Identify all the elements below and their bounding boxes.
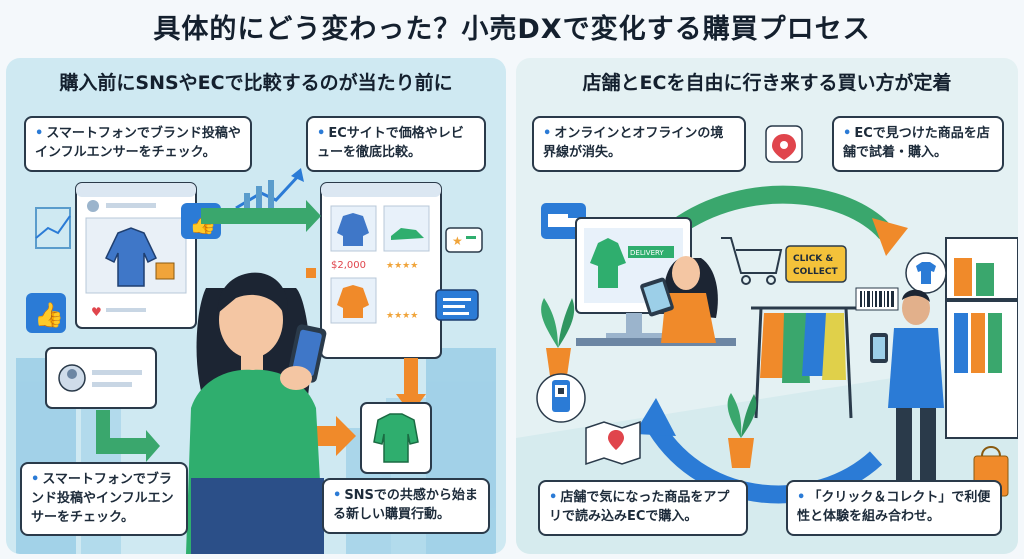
right-callout-3: •店舗で気になった商品をアプリで読み込みECで購入。 (538, 480, 748, 536)
trend-chart-icon (35, 168, 304, 249)
shopping-cart-icon (721, 237, 783, 285)
cycle-arrow (634, 185, 908, 504)
ec-site-window: $2,000 ★★★★ ★★★★ (320, 182, 442, 359)
svg-text:★★★★: ★★★★ (386, 261, 418, 271)
left-callout-4: •SNSでの共感から始まる新しい購買行動。 (322, 478, 490, 534)
map-pin-icon (765, 125, 803, 163)
man-with-smartphone (870, 289, 944, 498)
click-and-collect-sign: CLICK & COLLECT (785, 245, 847, 283)
plant (541, 298, 575, 383)
delivery-truck-icon (541, 203, 586, 239)
left-panel: 購入前にSNSやECで比較するのが当たり前に (6, 58, 506, 554)
left-panel-heading: 購入前にSNSやECで比較するのが当たり前に (59, 71, 453, 94)
right-callout-1: •オンラインとオフラインの境界線が消失。 (532, 116, 746, 172)
right-callout-4: •「クリック＆コレクト」で利便性と体験を組み合わせ。 (786, 480, 1002, 536)
barcode-icon (855, 287, 899, 311)
phone-scan-icon (536, 373, 586, 423)
result-product-card (360, 402, 432, 474)
right-callout-2: •ECで見つけた商品を店舗で試着・購入。 (832, 116, 1004, 172)
chat-bubble-icon: ★ (445, 227, 483, 253)
profile-card (45, 347, 157, 409)
chat-bubble-icon (435, 289, 479, 321)
thumbs-up-icon: 👍 (26, 293, 66, 333)
left-callout-3: •スマートフォンでブランド投稿やインフルエンサーをチェック。 (20, 462, 188, 536)
woman-with-smartphone (186, 272, 327, 554)
svg-text:★★★★: ★★★★ (386, 311, 418, 321)
flow-arrow (96, 200, 321, 462)
store-shelf (945, 237, 1018, 439)
left-callout-1: •スマートフォンでブランド投稿やインフルエンサーをチェック。 (24, 116, 252, 172)
right-panel: 店舗とECを自由に行き来する買い方が定着 DELIVE (516, 58, 1018, 554)
page-title: 具体的にどう変わった？小売DXで変化する購買プロセス (153, 13, 871, 45)
svg-text:★: ★ (452, 234, 463, 248)
svg-text:CLICK &: CLICK & (793, 254, 833, 264)
shirt-bubble-icon (905, 252, 947, 294)
plant (727, 393, 757, 468)
svg-text:COLLECT: COLLECT (793, 267, 838, 277)
svg-text:♥: ♥ (91, 305, 102, 319)
map-icon (585, 420, 641, 466)
svg-text:👍: 👍 (34, 301, 64, 329)
price-tag: $2,000 (331, 260, 366, 271)
delivery-label: DELIVERY (630, 249, 664, 257)
sns-post-window: ♥ (75, 182, 197, 329)
clothing-rack (751, 306, 856, 419)
right-panel-heading: 店舗とECを自由に行き来する買い方が定着 (582, 71, 952, 94)
seated-woman-with-tablet (576, 256, 736, 346)
left-callout-2: •ECサイトで価格やレビューを徹底比較。 (306, 116, 486, 172)
